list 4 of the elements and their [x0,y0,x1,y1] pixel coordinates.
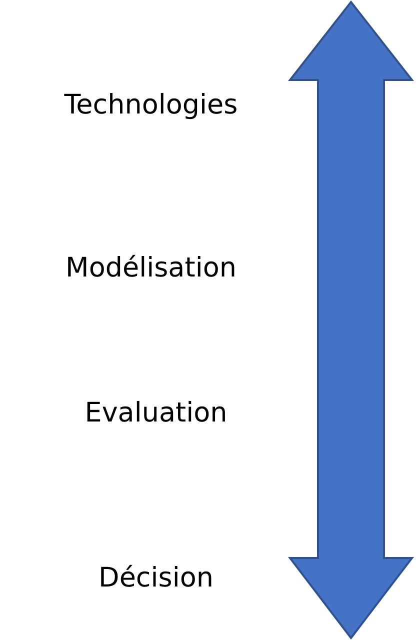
stage-label: Technologies [64,90,238,120]
stage-label: Décision [98,562,214,594]
stage-label: Evaluation [84,398,228,428]
stage-label: Modélisation [66,252,236,284]
